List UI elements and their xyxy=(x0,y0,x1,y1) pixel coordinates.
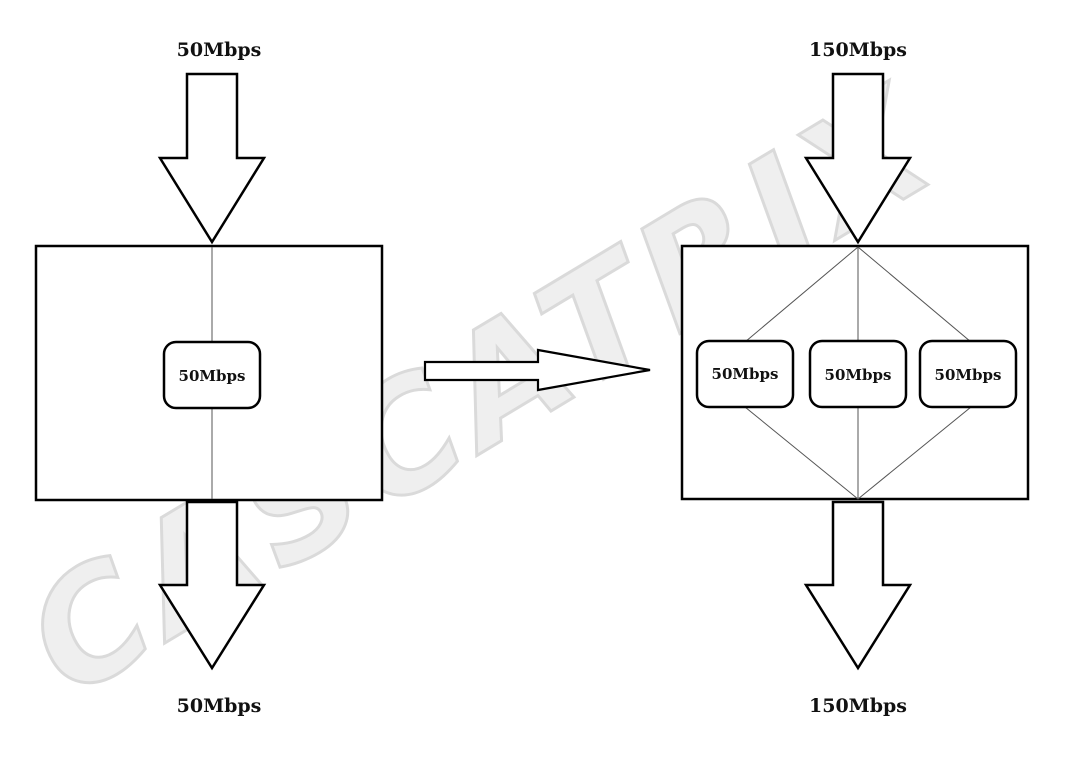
right-node-1: 50Mbps xyxy=(695,339,795,409)
right-output-arrow xyxy=(803,500,913,671)
transition-arrow xyxy=(423,348,651,392)
right-node-2: 50Mbps xyxy=(808,339,908,409)
left-node-label: 50Mbps xyxy=(179,367,246,385)
right-node-3: 50Mbps xyxy=(918,339,1018,409)
right-diagram: 150Mbps 50Mbps 50Mbps 50Mbps 150Mbps xyxy=(680,39,1030,717)
left-input-arrow xyxy=(157,72,267,245)
right-node-3-label: 50Mbps xyxy=(935,366,1002,384)
right-input-arrow xyxy=(803,72,913,245)
right-node-1-label: 50Mbps xyxy=(712,365,779,383)
right-node-2-label: 50Mbps xyxy=(825,366,892,384)
left-input-label: 50Mbps xyxy=(177,39,262,61)
right-output-label: 150Mbps xyxy=(809,695,907,717)
left-node: 50Mbps xyxy=(162,340,262,410)
left-output-label: 50Mbps xyxy=(177,695,262,717)
left-diagram: 50Mbps 50Mbps 50Mbps xyxy=(34,39,384,717)
left-output-arrow xyxy=(157,500,267,671)
right-input-label: 150Mbps xyxy=(809,39,907,61)
